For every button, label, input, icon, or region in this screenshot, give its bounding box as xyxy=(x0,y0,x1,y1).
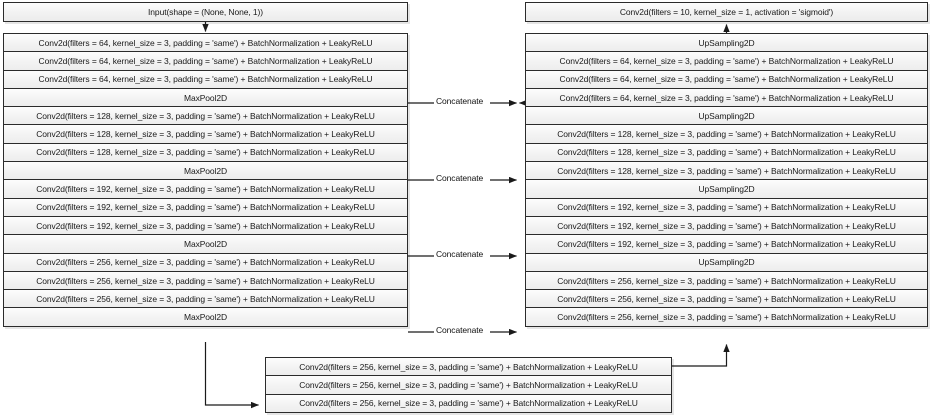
encoder-row: MaxPool2D xyxy=(3,234,408,254)
bottleneck-stack: Conv2d(filters = 256, kernel_size = 3, p… xyxy=(265,357,672,413)
encoder-row: Conv2d(filters = 256, kernel_size = 3, p… xyxy=(3,270,408,291)
decoder-row-label: Conv2d(filters = 64, kernel_size = 3, pa… xyxy=(559,74,894,85)
encoder-row-label: Conv2d(filters = 128, kernel_size = 3, p… xyxy=(36,147,375,158)
decoder-stack: UpSampling2D Conv2d(filters = 64, kernel_… xyxy=(525,33,928,327)
decoder-row-label: Conv2d(filters = 64, kernel_size = 3, pa… xyxy=(559,55,894,66)
encoder-row-label: Conv2d(filters = 64, kernel_size = 3, pa… xyxy=(38,74,373,85)
decoder-row-label: Conv2d(filters = 128, kernel_size = 3, p… xyxy=(557,147,896,158)
output-box: Conv2d(filters = 10, kernel_size = 1, ac… xyxy=(525,2,928,22)
encoder-row-label: Conv2d(filters = 192, kernel_size = 3, p… xyxy=(36,202,375,213)
decoder-row-label: Conv2d(filters = 192, kernel_size = 3, p… xyxy=(557,220,896,231)
encoder-row: Conv2d(filters = 64, kernel_size = 3, pa… xyxy=(3,69,408,89)
encoder-stack: Conv2d(filters = 64, kernel_size = 3, pa… xyxy=(3,33,408,327)
decoder-row: Conv2d(filters = 128, kernel_size = 3, p… xyxy=(525,161,928,181)
encoder-row-label: MaxPool2D xyxy=(183,92,228,103)
decoder-row: Conv2d(filters = 192, kernel_size = 3, p… xyxy=(525,215,928,236)
encoder-row-label: Conv2d(filters = 256, kernel_size = 3, p… xyxy=(36,293,375,304)
encoder-row-label: Conv2d(filters = 256, kernel_size = 3, p… xyxy=(36,275,375,286)
decoder-row-label: Conv2d(filters = 128, kernel_size = 3, p… xyxy=(557,165,896,176)
bottleneck-row-label: Conv2d(filters = 256, kernel_size = 3, p… xyxy=(299,379,638,390)
decoder-row: Conv2d(filters = 128, kernel_size = 3, p… xyxy=(525,142,928,163)
input-box-label: Input(shape = (None, None, 1)) xyxy=(148,7,263,17)
encoder-row-label: MaxPool2D xyxy=(183,238,228,249)
decoder-row: Conv2d(filters = 192, kernel_size = 3, p… xyxy=(525,234,928,254)
encoder-row-label: MaxPool2D xyxy=(183,312,228,323)
input-box: Input(shape = (None, None, 1)) xyxy=(3,2,408,22)
skip-label-4: Concatenate xyxy=(434,325,486,335)
encoder-row: Conv2d(filters = 128, kernel_size = 3, p… xyxy=(3,106,408,126)
bottleneck-row: Conv2d(filters = 256, kernel_size = 3, p… xyxy=(265,393,672,413)
decoder-row-label: Conv2d(filters = 192, kernel_size = 3, p… xyxy=(557,238,896,249)
decoder-row: Conv2d(filters = 256, kernel_size = 3, p… xyxy=(525,289,928,309)
decoder-row: Conv2d(filters = 64, kernel_size = 3, pa… xyxy=(525,51,928,71)
decoder-row-label: Conv2d(filters = 256, kernel_size = 3, p… xyxy=(557,275,896,286)
decoder-row-label: UpSampling2D xyxy=(698,110,755,121)
decoder-row: UpSampling2D xyxy=(525,106,928,126)
skip-label-3: Concatenate xyxy=(434,249,486,259)
encoder-row: Conv2d(filters = 128, kernel_size = 3, p… xyxy=(3,124,408,144)
decoder-row: UpSampling2D xyxy=(525,179,928,199)
encoder-row-label: Conv2d(filters = 64, kernel_size = 3, pa… xyxy=(38,55,373,66)
decoder-row: Conv2d(filters = 64, kernel_size = 3, pa… xyxy=(525,87,928,108)
skip-label-2: Concatenate xyxy=(434,173,486,183)
encoder-row: Conv2d(filters = 64, kernel_size = 3, pa… xyxy=(3,51,408,71)
encoder-row: Conv2d(filters = 256, kernel_size = 3, p… xyxy=(3,252,408,272)
encoder-row-label: Conv2d(filters = 192, kernel_size = 3, p… xyxy=(36,220,375,231)
decoder-row-label: UpSampling2D xyxy=(698,37,755,48)
encoder-row: Conv2d(filters = 64, kernel_size = 3, pa… xyxy=(3,33,408,53)
decoder-row: UpSampling2D xyxy=(525,252,928,272)
decoder-row-label: Conv2d(filters = 256, kernel_size = 3, p… xyxy=(557,293,896,304)
decoder-row: UpSampling2D xyxy=(525,33,928,53)
output-box-label: Conv2d(filters = 10, kernel_size = 1, ac… xyxy=(619,7,834,17)
skip-label-1: Concatenate xyxy=(434,96,486,106)
encoder-row-label: Conv2d(filters = 192, kernel_size = 3, p… xyxy=(36,184,375,195)
decoder-row: Conv2d(filters = 128, kernel_size = 3, p… xyxy=(525,124,928,144)
bottleneck-row: Conv2d(filters = 256, kernel_size = 3, p… xyxy=(265,375,672,395)
decoder-row: Conv2d(filters = 256, kernel_size = 3, p… xyxy=(525,307,928,327)
encoder-row-label: Conv2d(filters = 128, kernel_size = 3, p… xyxy=(36,110,375,121)
decoder-row: Conv2d(filters = 256, kernel_size = 3, p… xyxy=(525,270,928,291)
encoder-row: MaxPool2D xyxy=(3,307,408,327)
bottleneck-row-label: Conv2d(filters = 256, kernel_size = 3, p… xyxy=(299,361,638,372)
encoder-row: Conv2d(filters = 192, kernel_size = 3, p… xyxy=(3,179,408,199)
encoder-row: Conv2d(filters = 256, kernel_size = 3, p… xyxy=(3,289,408,309)
encoder-row: Conv2d(filters = 128, kernel_size = 3, p… xyxy=(3,142,408,163)
encoder-row-label: MaxPool2D xyxy=(183,165,228,176)
decoder-row: Conv2d(filters = 64, kernel_size = 3, pa… xyxy=(525,69,928,89)
encoder-row-label: Conv2d(filters = 64, kernel_size = 3, pa… xyxy=(38,37,373,48)
decoder-row: Conv2d(filters = 192, kernel_size = 3, p… xyxy=(525,197,928,217)
bottleneck-row-label: Conv2d(filters = 256, kernel_size = 3, p… xyxy=(299,398,638,409)
encoder-row: MaxPool2D xyxy=(3,161,408,181)
decoder-row-label: Conv2d(filters = 192, kernel_size = 3, p… xyxy=(557,202,896,213)
bottleneck-row: Conv2d(filters = 256, kernel_size = 3, p… xyxy=(265,357,672,377)
decoder-row-label: Conv2d(filters = 64, kernel_size = 3, pa… xyxy=(559,92,894,103)
decoder-row-label: Conv2d(filters = 128, kernel_size = 3, p… xyxy=(557,129,896,140)
decoder-row-label: UpSampling2D xyxy=(698,184,755,195)
decoder-row-label: UpSampling2D xyxy=(698,257,755,268)
encoder-row: MaxPool2D xyxy=(3,87,408,108)
decoder-row-label: Conv2d(filters = 256, kernel_size = 3, p… xyxy=(557,312,896,323)
encoder-row: Conv2d(filters = 192, kernel_size = 3, p… xyxy=(3,215,408,236)
encoder-row-label: Conv2d(filters = 256, kernel_size = 3, p… xyxy=(36,257,375,268)
encoder-row: Conv2d(filters = 192, kernel_size = 3, p… xyxy=(3,197,408,217)
encoder-row-label: Conv2d(filters = 128, kernel_size = 3, p… xyxy=(36,129,375,140)
